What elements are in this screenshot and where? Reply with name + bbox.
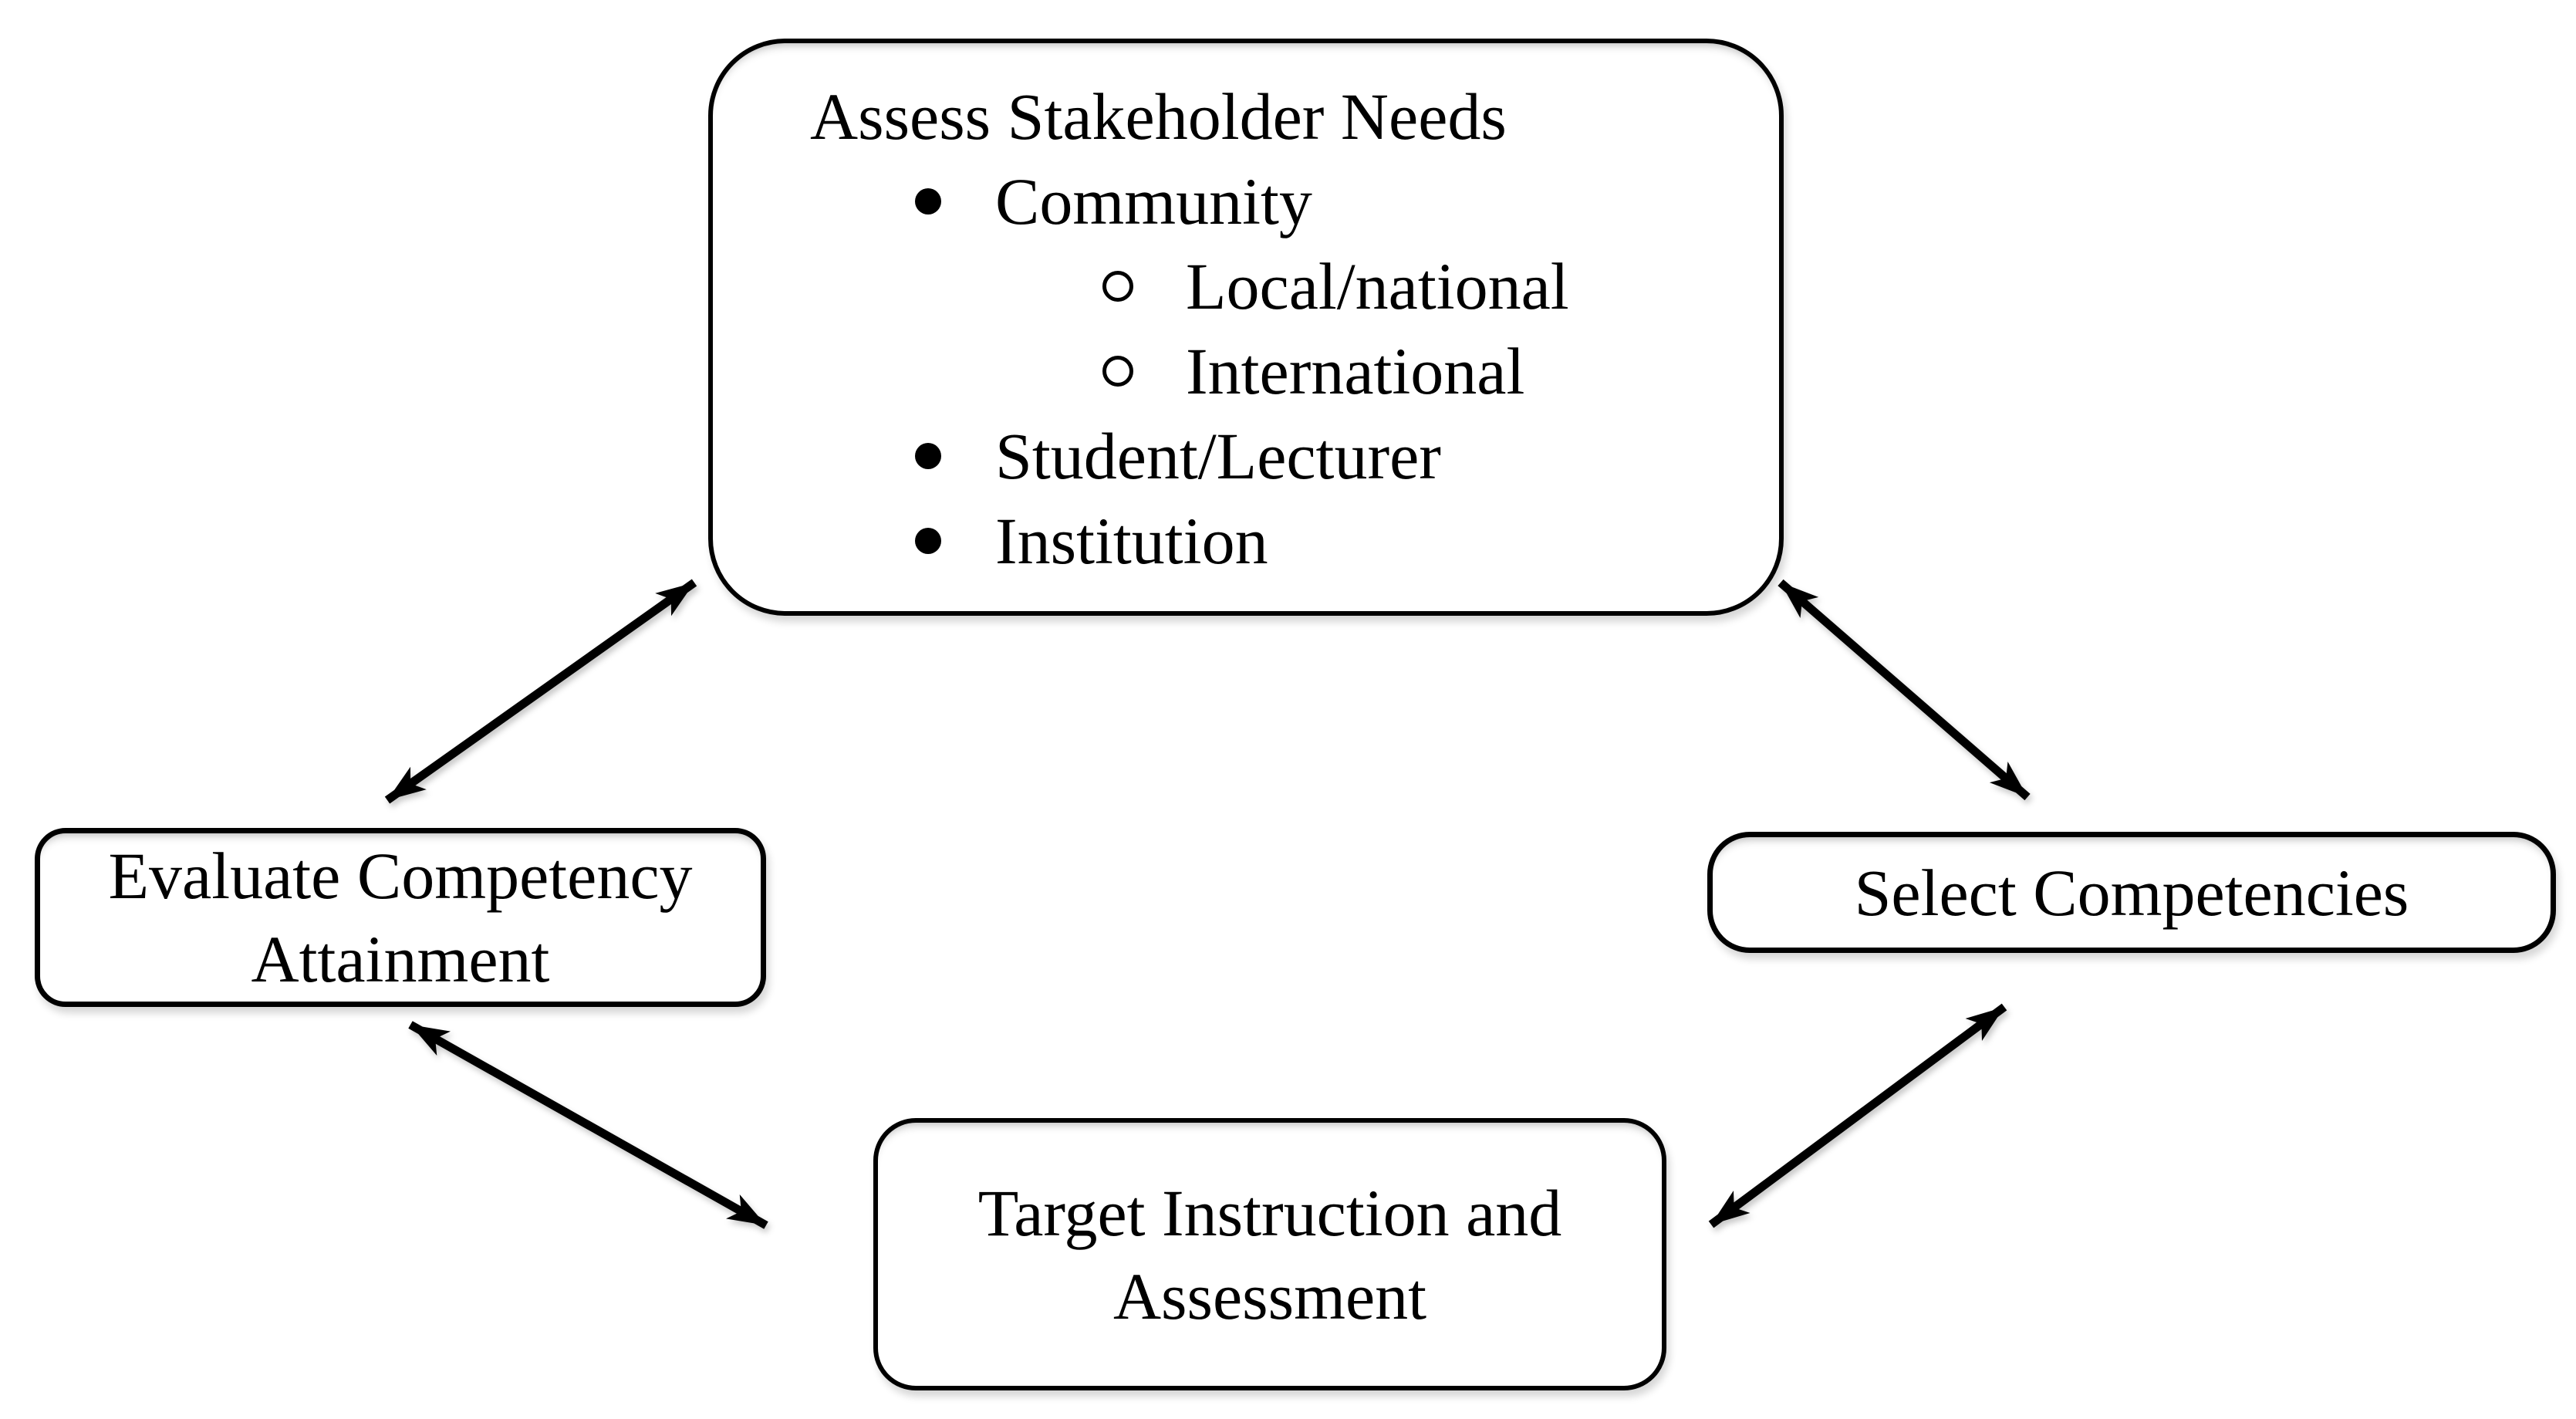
bullet-item-student-lecturer: Student/Lecturer <box>713 414 1779 498</box>
sub-bullet-item-label: Local/national <box>1186 249 1569 323</box>
bullet-item-institution: Institution <box>713 498 1779 583</box>
bullet-item-community: Community <box>713 159 1779 244</box>
bullet-item-label: Institution <box>995 504 1268 578</box>
open-bullet-icon <box>1102 271 1133 302</box>
evaluate-competency-attainment-box: Evaluate Competency Attainment <box>35 828 766 1007</box>
select-competencies-box: Select Competencies <box>1707 832 2556 953</box>
filled-bullet-icon <box>915 528 941 554</box>
target-instruction-assessment-box: Target Instruction and Assessment <box>873 1118 1666 1390</box>
evaluate-box-label-line1: Evaluate Competency <box>108 839 693 913</box>
sub-bullet-item-label: International <box>1186 334 1525 408</box>
connector-assess-evaluate <box>384 579 697 804</box>
connector-assess-select <box>1778 579 2031 801</box>
filled-bullet-icon <box>915 188 941 215</box>
assess-box-title: Assess Stakeholder Needs <box>810 79 1507 154</box>
target-box-label-line2: Assessment <box>1112 1259 1427 1333</box>
sub-bullet-item-international: International <box>713 329 1779 414</box>
assess-box-title-row: Assess Stakeholder Needs <box>713 74 1779 159</box>
open-bullet-icon <box>1102 356 1133 387</box>
assess-stakeholder-needs-box: Assess Stakeholder Needs Community Local… <box>708 39 1784 616</box>
select-box-label: Select Competencies <box>1854 855 2409 930</box>
bullet-item-label: Community <box>995 164 1312 238</box>
connector-evaluate-target <box>408 1021 768 1229</box>
target-box-label-line1: Target Instruction and <box>977 1175 1562 1250</box>
filled-bullet-icon <box>915 443 941 469</box>
bullet-item-label: Student/Lecturer <box>995 419 1441 493</box>
sub-bullet-item-local-national: Local/national <box>713 244 1779 329</box>
connector-target-select <box>1708 1003 2007 1228</box>
evaluate-box-label-line2: Attainment <box>251 922 550 996</box>
